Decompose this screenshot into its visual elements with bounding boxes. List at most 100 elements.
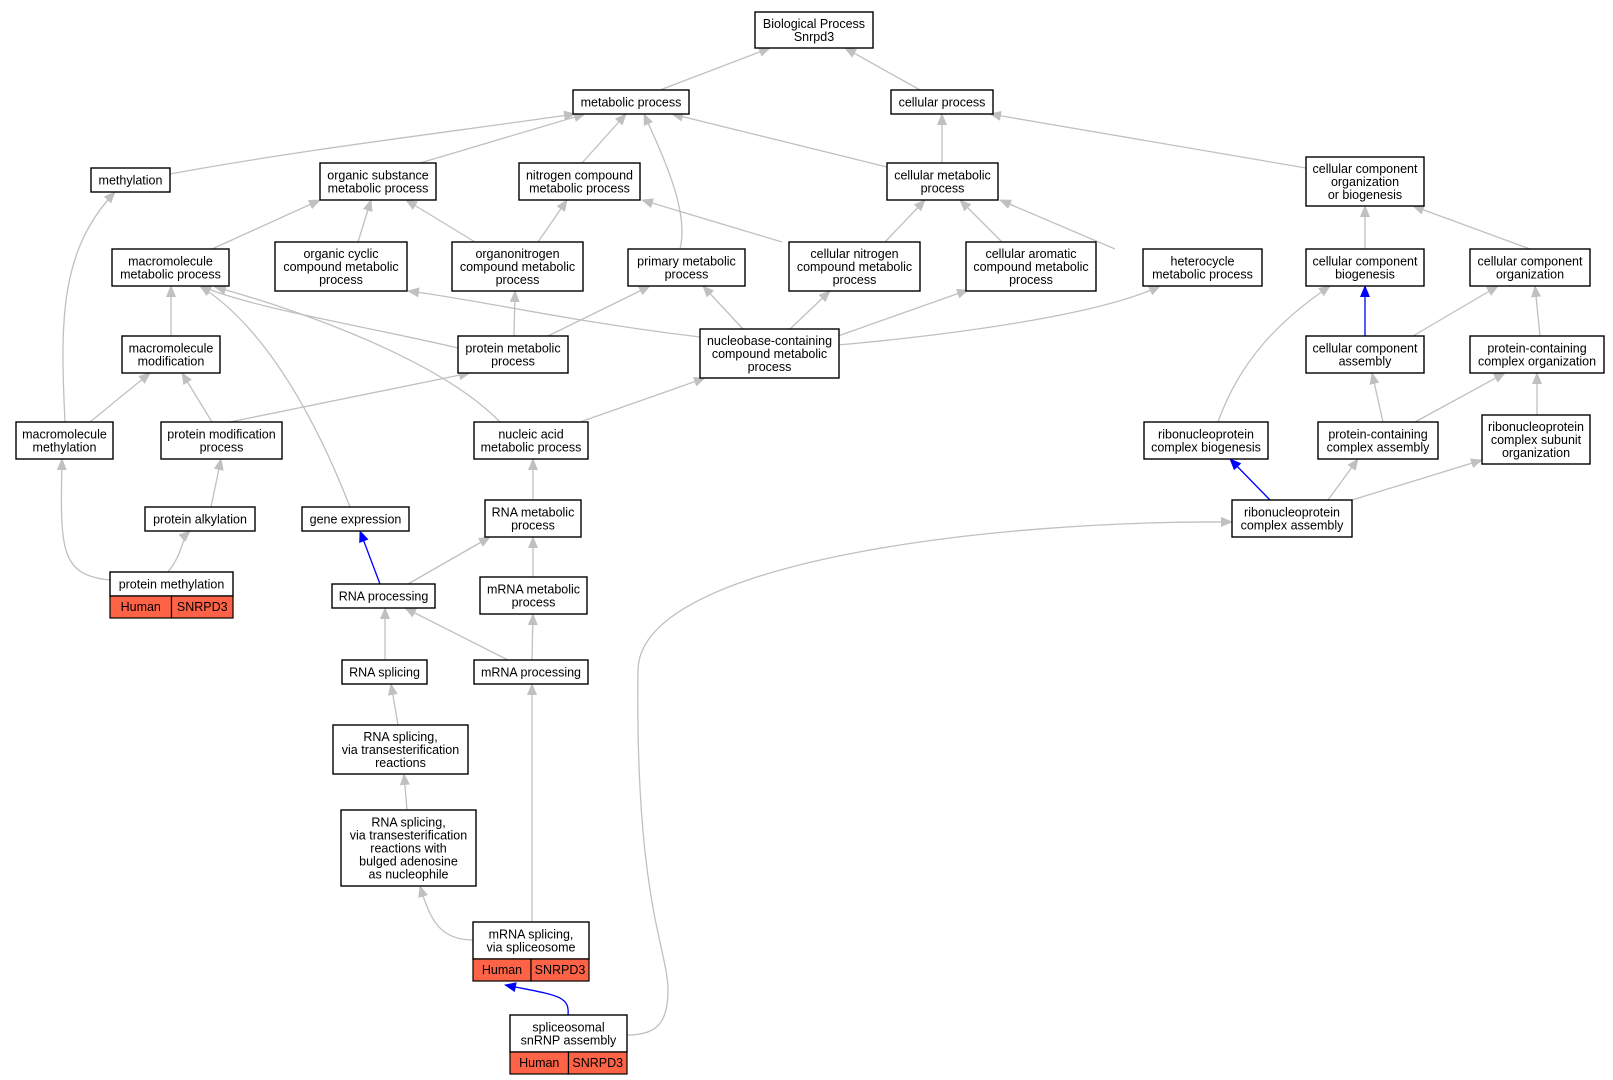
edge-is-a [509,290,520,337]
node-label: via transesterification [350,829,467,843]
node-label: organization [1331,175,1399,189]
node-box [1143,421,1269,460]
node-label: macromolecule [129,342,214,356]
edge-is-a [643,113,683,250]
node-protalk[interactable]: protein alkylation [144,506,256,532]
edge-is-a [547,285,651,337]
node-box [965,241,1097,292]
node-label: compound metabolic [283,260,398,274]
node-box [332,724,469,775]
edge-is-a [1217,285,1331,423]
node-label: assembly [1339,355,1393,369]
node-box [301,506,410,532]
node-label: complex organization [1478,355,1596,369]
edge-is-a [167,530,191,573]
node-metabolic[interactable]: metabolic process [572,89,690,115]
node-label: metabolic process [529,182,630,196]
edge-is-a [1327,458,1359,501]
node-rnaproc[interactable]: RNA processing [331,583,436,609]
node-label: metabolic process [328,182,429,196]
node-rnatrans[interactable]: RNA splicing,via transesterificationreac… [332,724,469,775]
edge-is-a [837,285,1161,346]
node-box [341,659,428,685]
edge-is-a [210,458,224,508]
node-label: methylation [99,174,163,188]
node-label: via transesterification [342,743,459,757]
edge-is-a [404,607,509,661]
node-box [472,921,590,960]
node-label: cellular component [1313,342,1418,356]
node-box [90,167,171,193]
edge-direct-annotation [504,982,569,1016]
edge-is-a [999,199,1116,250]
node-box [1142,248,1263,287]
species-label: Human [482,963,522,977]
node-label: protein modification [167,428,275,442]
edge-is-a [357,199,373,243]
node-label: process [319,273,363,287]
node-label: protein-containing [1487,342,1586,356]
node-methylation[interactable]: methylation [90,167,171,193]
edge-is-a [405,199,476,243]
node-label: Snrpd3 [794,30,834,44]
edges-layer [56,47,1542,1036]
node-mrnaproc[interactable]: mRNA processing [473,659,589,685]
node-label: protein-containing [1328,428,1427,442]
node-label: process [833,273,877,287]
node-label: compound metabolic [712,347,827,361]
node-rnasplice[interactable]: RNA splicing [341,659,428,685]
node-cellular[interactable]: cellular process [890,89,994,115]
edge-is-a [1414,372,1506,423]
node-label: process [1009,273,1053,287]
edge-is-a [387,683,399,726]
edge-is-a [837,288,969,337]
gene-label: SNRPD3 [535,963,586,977]
node-label: organic substance [327,169,429,183]
node-label: nitrogen compound [526,169,633,183]
node-label: macromolecule [22,428,107,442]
node-label: process [496,273,540,287]
edge-direct-annotation [1229,458,1271,501]
node-label: methylation [33,441,97,455]
node-box [473,421,589,460]
node-box [331,583,436,609]
edge-is-a [419,112,586,164]
node-geneexp[interactable]: gene expression [301,506,410,532]
node-label: process [511,519,555,533]
node-label: ribonucleoprotein [1158,428,1254,442]
node-rnabulged[interactable]: RNA splicing,via transesterificationreac… [340,809,477,887]
